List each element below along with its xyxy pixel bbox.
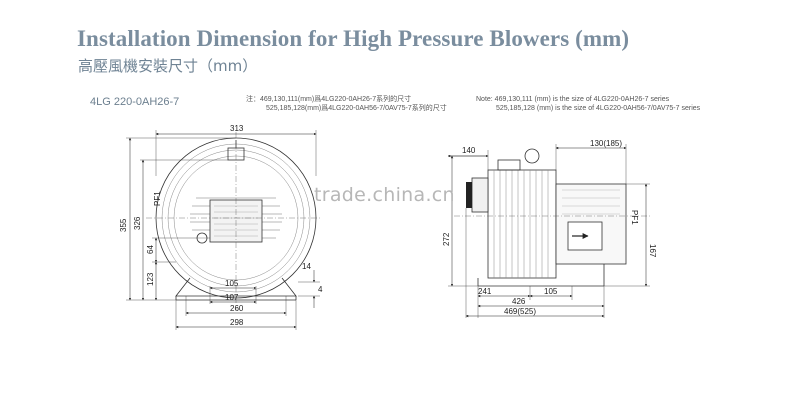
- side-dim-426: 426: [512, 297, 526, 306]
- front-dim-105: 105: [225, 279, 239, 288]
- note-english: Note: 469,130,111 (mm) is the size of 4L…: [476, 95, 700, 113]
- side-dim-140: 140: [462, 146, 476, 155]
- side-view: [447, 144, 650, 318]
- front-dim-313: 313: [230, 124, 244, 133]
- note-chinese: 注：469,130,111(mm)爲4LG220-0AH26-7系列的尺寸 52…: [246, 95, 447, 113]
- side-inlet-port: [471, 177, 489, 213]
- side-dim-105: 105: [544, 287, 558, 296]
- front-pf-label: PF1: [153, 191, 162, 206]
- front-dim-107: 107: [225, 293, 239, 302]
- note-english-line2: 525,185,128 (mm) is the size of 4LG220-0…: [496, 105, 701, 112]
- front-dim-355: 355: [119, 218, 128, 232]
- front-view: [126, 130, 322, 330]
- page-title: Installation Dimension for High Pressure…: [77, 26, 630, 51]
- front-port: [196, 232, 208, 244]
- side-dim-241: 241: [478, 287, 492, 296]
- front-dim-298: 298: [230, 318, 244, 327]
- note-chinese-line2: 525,185,128(mm)爲4LG220-0AH56-7/0AV75-7系列…: [266, 105, 447, 112]
- front-dim-260: 260: [230, 304, 244, 313]
- front-base: [175, 277, 297, 297]
- page-subtitle-chinese: 高壓風機安裝尺寸（mm）: [78, 57, 258, 75]
- front-dim-326: 326: [133, 216, 142, 230]
- watermark: trade.china.cn: [314, 184, 455, 206]
- side-top-fitting: [524, 148, 540, 164]
- model-label: 4LG 220-0AH26-7: [90, 96, 180, 108]
- front-dim-64: 64: [146, 245, 155, 254]
- front-dim-14: 14: [302, 262, 311, 271]
- side-dim-272: 272: [442, 232, 451, 246]
- side-dim-167: 167: [648, 244, 657, 258]
- front-dim-4: 4: [318, 285, 323, 294]
- front-dim-123: 123: [146, 272, 155, 286]
- side-dim-130-185: 130(185): [590, 139, 622, 148]
- side-dim-469-525: 469(525): [504, 307, 536, 316]
- note-english-line1: Note: 469,130,111 (mm) is the size of 4L…: [476, 96, 670, 103]
- side-pf-label: PF1: [630, 210, 639, 225]
- note-chinese-line1: 注：469,130,111(mm)爲4LG220-0AH26-7系列的尺寸: [246, 96, 412, 103]
- side-blower-housing: [487, 169, 557, 279]
